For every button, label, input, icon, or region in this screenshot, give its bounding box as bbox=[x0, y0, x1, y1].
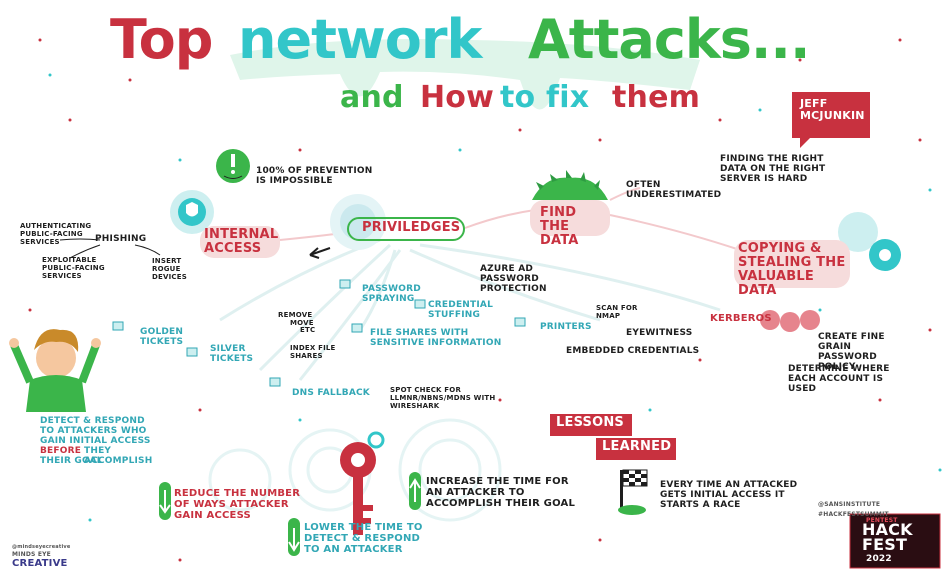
index-file-shares-note: Index file shares bbox=[290, 344, 336, 360]
kerberos-label: Kerberos bbox=[710, 313, 772, 324]
determine-account-note: Determine where each account is used bbox=[788, 364, 890, 394]
silver-tickets-label: Silver tickets bbox=[210, 344, 254, 364]
learned-banner: Learned bbox=[602, 439, 672, 454]
authenticating-services: Authenticating public-facing services bbox=[20, 222, 92, 246]
detect-line1: Detect & respond bbox=[40, 416, 145, 426]
lower-time-note: Lower the time to detect & respond to an… bbox=[304, 522, 423, 555]
credit-mindseye: MINDS EYE bbox=[12, 551, 51, 558]
subtitle-and: and bbox=[340, 80, 404, 115]
move-note: Move bbox=[290, 319, 314, 327]
finding-right-data-note: Finding the right data on the right serv… bbox=[720, 154, 826, 184]
insert-rogue-devices: Insert rogue devices bbox=[152, 257, 187, 281]
priviledges-node: Priviledges bbox=[362, 220, 461, 235]
subtitle-them: them bbox=[612, 80, 701, 115]
often-underestimated-note: Often underestimated bbox=[626, 180, 722, 200]
detect-line2: to attackers who bbox=[40, 426, 147, 436]
logo-pentest: PENTEST bbox=[866, 517, 898, 524]
exploitable-services: Exploitable public-facing services bbox=[42, 256, 105, 280]
subtitle-to-fix: to fix bbox=[500, 80, 590, 115]
spot-check-note: Spot check for LLMNR/NBNS/mDNS with Wire… bbox=[390, 386, 496, 410]
password-spraying-label: Password spraying bbox=[362, 284, 421, 304]
printers-label: Printers bbox=[540, 322, 592, 332]
credit-creative: CREATIVE bbox=[12, 558, 68, 569]
internal-access-node: Internal Access bbox=[204, 227, 279, 256]
detect-line3: gain initial access bbox=[40, 436, 151, 446]
credit-handle: @mindseyecreative bbox=[12, 544, 71, 550]
prevention-note: 100% of prevention is impossible bbox=[256, 166, 373, 186]
detect-respond-block: Detect & respond to attackers who gain i… bbox=[40, 416, 180, 466]
dns-fallback-label: DNS fallback bbox=[292, 388, 370, 398]
social-tags: @sansinstitute #hackfestsummit bbox=[818, 501, 889, 518]
credential-stuffing-label: Credential stuffing bbox=[428, 300, 494, 320]
etc-note: Etc bbox=[300, 326, 316, 334]
remove-note: Remove bbox=[278, 311, 313, 319]
title-word-top: Top bbox=[110, 8, 213, 71]
create-fine-grain-note: Create fine grain password policy bbox=[818, 332, 885, 372]
copying-stealing-node: Copying & stealing the valuable data bbox=[738, 241, 846, 298]
race-note: Every time an attacked gets initial acce… bbox=[660, 480, 798, 510]
golden-tickets-label: Golden tickets bbox=[140, 327, 184, 347]
eyewitness-note: Eyewitness bbox=[626, 328, 693, 338]
find-the-data-node: Find the data bbox=[540, 205, 579, 248]
detect-line5: their goal bbox=[40, 456, 103, 466]
logo-fest: FEST bbox=[862, 535, 908, 554]
increase-time-note: Increase the time for an attacker to acc… bbox=[426, 476, 576, 509]
logo-hack: HACK bbox=[862, 520, 913, 539]
file-shares-label: File shares with sensitive information bbox=[370, 328, 502, 348]
detect-line4: they accomplish bbox=[84, 446, 153, 466]
detect-before: before bbox=[40, 446, 82, 456]
phishing-label: Phishing bbox=[95, 234, 147, 244]
logo-year: 2022 bbox=[866, 554, 892, 564]
subtitle-how: How bbox=[420, 80, 495, 115]
title-word-attacks: Attacks... bbox=[528, 8, 810, 71]
author-banner: Jeff McJunkin bbox=[800, 97, 865, 122]
reduce-ways-note: Reduce the number of ways attacker gain … bbox=[174, 488, 301, 521]
lessons-banner: Lessons bbox=[556, 415, 624, 430]
title-word-network: network bbox=[238, 8, 482, 71]
azure-ad-note: Azure AD password protection bbox=[480, 264, 547, 294]
scan-nmap-note: Scan for Nmap bbox=[596, 304, 638, 320]
embedded-credentials-note: Embedded credentials bbox=[566, 346, 700, 356]
